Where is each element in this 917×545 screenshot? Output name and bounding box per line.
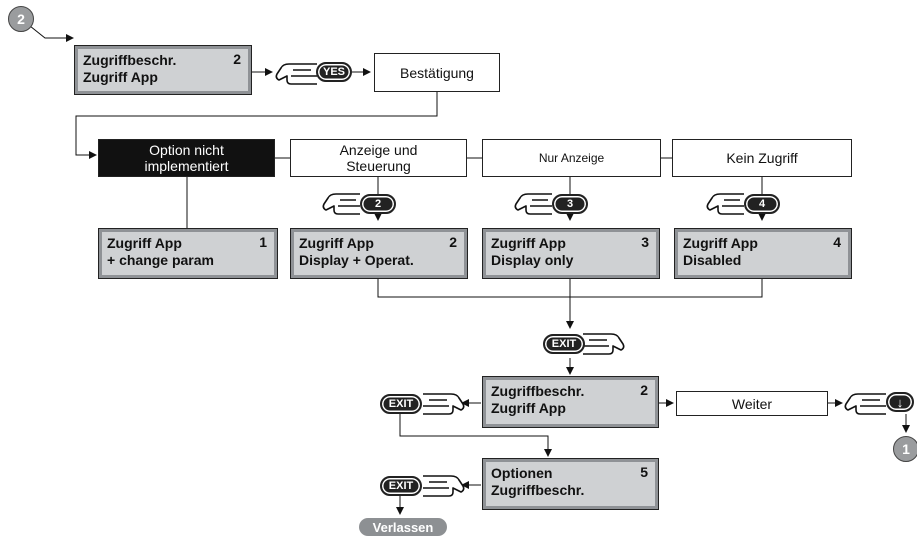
next-label: Weiter [731, 395, 773, 412]
lcd-line-1: Optionen [491, 465, 553, 481]
option-label-line-2: Steuerung [346, 158, 411, 174]
lcd-line-2: Zugriff App [491, 400, 566, 416]
lcd-option-4: Zugriff App Disabled 4 [674, 228, 852, 279]
start-arrow [29, 25, 74, 42]
lcd-menu-number: 3 [641, 234, 649, 250]
pointing-hand-icon [322, 193, 360, 215]
next-box: Weiter [676, 391, 828, 416]
yes-key[interactable]: YES [316, 62, 352, 82]
lcd-menu-number: 2 [233, 51, 241, 67]
lcd-option-2: Zugriff App Display + Operat. 2 [290, 228, 468, 279]
lcd-line-1: Zugriffbeschr. [491, 383, 585, 399]
lcd-line-1: Zugriff App [683, 235, 758, 251]
lcd-line-2: Zugriff App [83, 69, 158, 85]
option-label-line-2: implementiert [144, 158, 229, 174]
lcd-line-1: Zugriffbeschr. [83, 52, 177, 68]
step-badge-end: 1 [893, 436, 917, 462]
pointing-hand-icon [706, 193, 744, 215]
number-key-4[interactable]: 4 [744, 194, 780, 214]
pointing-hand-icon [275, 63, 317, 85]
number-key-3[interactable]: 3 [552, 194, 588, 214]
lcd-line-2: Display only [491, 252, 574, 268]
option-label-line-1: Option nicht [149, 142, 224, 158]
option-label-line-1: Nur Anzeige [538, 151, 605, 165]
number-key-2[interactable]: 2 [360, 194, 396, 214]
lcd-line-1: Zugriff App [491, 235, 566, 251]
lcd-return-access: Zugriffbeschr. Zugriff App 2 [482, 376, 659, 428]
lcd-menu-number: 5 [640, 464, 648, 480]
pointing-hand-icon [514, 193, 552, 215]
lcd-line-2: + change param [107, 252, 214, 268]
lcd-access-restriction: Zugriffbeschr. Zugriff App 2 [74, 45, 252, 95]
pointing-hand-icon [844, 393, 886, 415]
pointing-hand-icon [583, 333, 625, 355]
lcd-options: Optionen Zugriffbeschr. 5 [482, 458, 659, 510]
down-arrow-key-icon[interactable]: ↓ [886, 392, 914, 412]
lcd-line-2: Zugriffbeschr. [491, 482, 585, 498]
lcd-line-1: Zugriff App [299, 235, 374, 251]
arrow-confirm-to-options [75, 92, 438, 159]
lcd-option-1: Zugriff App + change param 1 [98, 228, 278, 279]
option-label-line-1: Anzeige und [339, 142, 418, 158]
pointing-hand-icon [423, 393, 465, 415]
step-badge-start: 2 [8, 6, 34, 32]
option-label-3: Nur Anzeige [482, 139, 661, 177]
lcd-option-3: Zugriff App Display only 3 [482, 228, 660, 279]
exit-key[interactable]: EXIT [543, 334, 585, 354]
option-label-line-1: Kein Zugriff [726, 150, 798, 166]
confirmation-box: Bestätigung [374, 53, 500, 92]
option-label-4: Kein Zugriff [672, 139, 852, 177]
exit-key[interactable]: EXIT [380, 476, 422, 496]
lcd-menu-number: 4 [833, 234, 841, 250]
leave-badge: Verlassen [359, 518, 447, 536]
exit-key[interactable]: EXIT [380, 394, 422, 414]
lcd-menu-number: 2 [640, 382, 648, 398]
pointing-hand-icon [423, 475, 465, 497]
lcd-line-2: Disabled [683, 252, 742, 268]
exit-to-options-a [399, 412, 549, 448]
lcd-line-2: Display + Operat. [299, 252, 414, 268]
confirmation-label: Bestätigung [400, 64, 474, 81]
lcd-menu-number: 2 [449, 234, 457, 250]
lcd-line-1: Zugriff App [107, 235, 182, 251]
lcd-menu-number: 1 [259, 234, 267, 250]
